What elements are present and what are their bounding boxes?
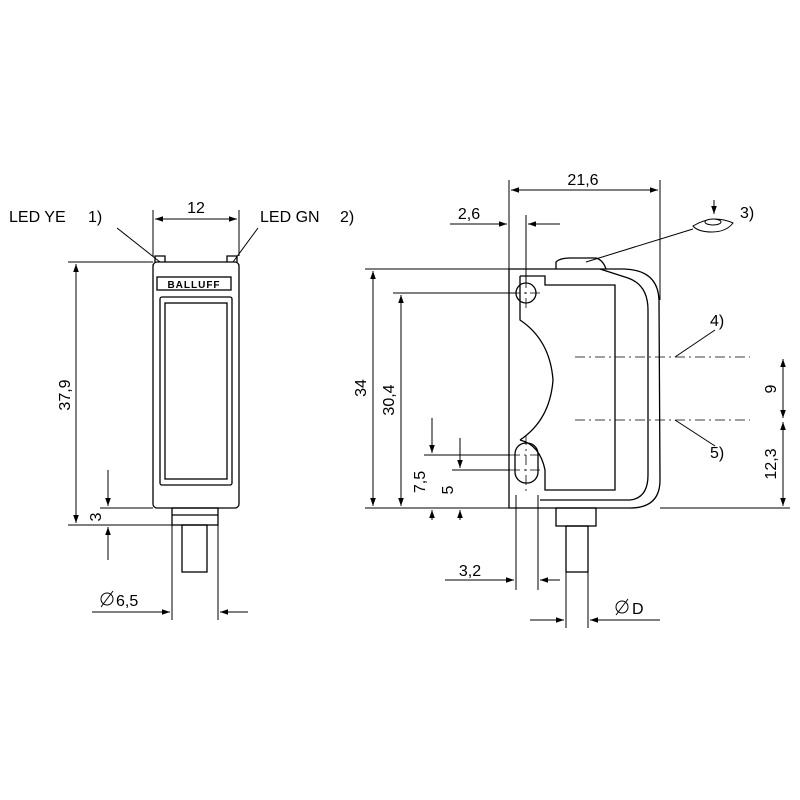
side-centerlines — [510, 278, 750, 495]
leader-led-ye — [116, 227, 161, 263]
lens-window-outer — [159, 296, 233, 486]
side-slot-pos-label: 7,5 — [412, 471, 429, 493]
side-inner-frame — [519, 275, 616, 491]
leader-led-gn — [232, 227, 259, 263]
side-axis-spacing-label: 9 — [763, 384, 780, 393]
front-connector-nut — [171, 507, 219, 526]
front-offset-label: 3 — [88, 512, 105, 521]
note-3-label: 3) — [740, 205, 754, 222]
note-4-label: 4) — [710, 313, 724, 330]
brand-label-box — [156, 276, 232, 291]
brand-logo-text: BALLUFF — [167, 280, 220, 291]
side-connector-cable — [565, 525, 589, 573]
side-axis-height-label: 12,3 — [763, 448, 780, 479]
side-housing — [508, 268, 661, 509]
led-ye-note: 1) — [88, 209, 102, 226]
side-diameter-label: D — [632, 601, 644, 618]
front-view — [152, 255, 240, 573]
lens-window-inner — [164, 302, 228, 480]
side-height-label: 34 — [353, 379, 370, 397]
led-ye-label: LED YE — [9, 209, 66, 226]
side-view — [508, 257, 661, 573]
side-offset-label: 2,6 — [458, 206, 480, 223]
note-3-detail-icon — [692, 200, 734, 233]
side-concave-cut — [519, 276, 554, 441]
leader-note-4 — [674, 329, 716, 358]
leader-note-5 — [674, 419, 716, 447]
led-gn-note: 2) — [340, 209, 354, 226]
side-connector-nut — [555, 507, 597, 527]
front-housing — [152, 261, 240, 509]
led-gn-label: LED GN — [260, 209, 320, 226]
front-height-label: 37,9 — [57, 379, 74, 410]
side-top-cap — [555, 257, 607, 270]
led-gn-bump — [226, 255, 238, 262]
side-hole-spacing-label: 30,4 — [381, 384, 398, 415]
lower-mount-slot — [514, 442, 539, 484]
front-connector-cable — [181, 524, 208, 573]
led-ye-bump — [154, 255, 166, 262]
front-diameter-label: 6,5 — [116, 593, 138, 610]
diameter-symbol-front — [100, 590, 114, 608]
side-hole-offset-label: 3,2 — [459, 563, 481, 580]
front-width-label: 12 — [187, 200, 205, 217]
side-dimensions — [365, 180, 790, 628]
side-slot-low-label: 5 — [440, 485, 457, 494]
leader-note-3 — [585, 228, 694, 263]
side-width-label: 21,6 — [567, 172, 598, 189]
diameter-symbol-side — [615, 598, 629, 616]
front-dimensions — [68, 210, 259, 620]
side-cover-edge — [540, 268, 649, 501]
note-5-label: 5) — [710, 445, 724, 462]
